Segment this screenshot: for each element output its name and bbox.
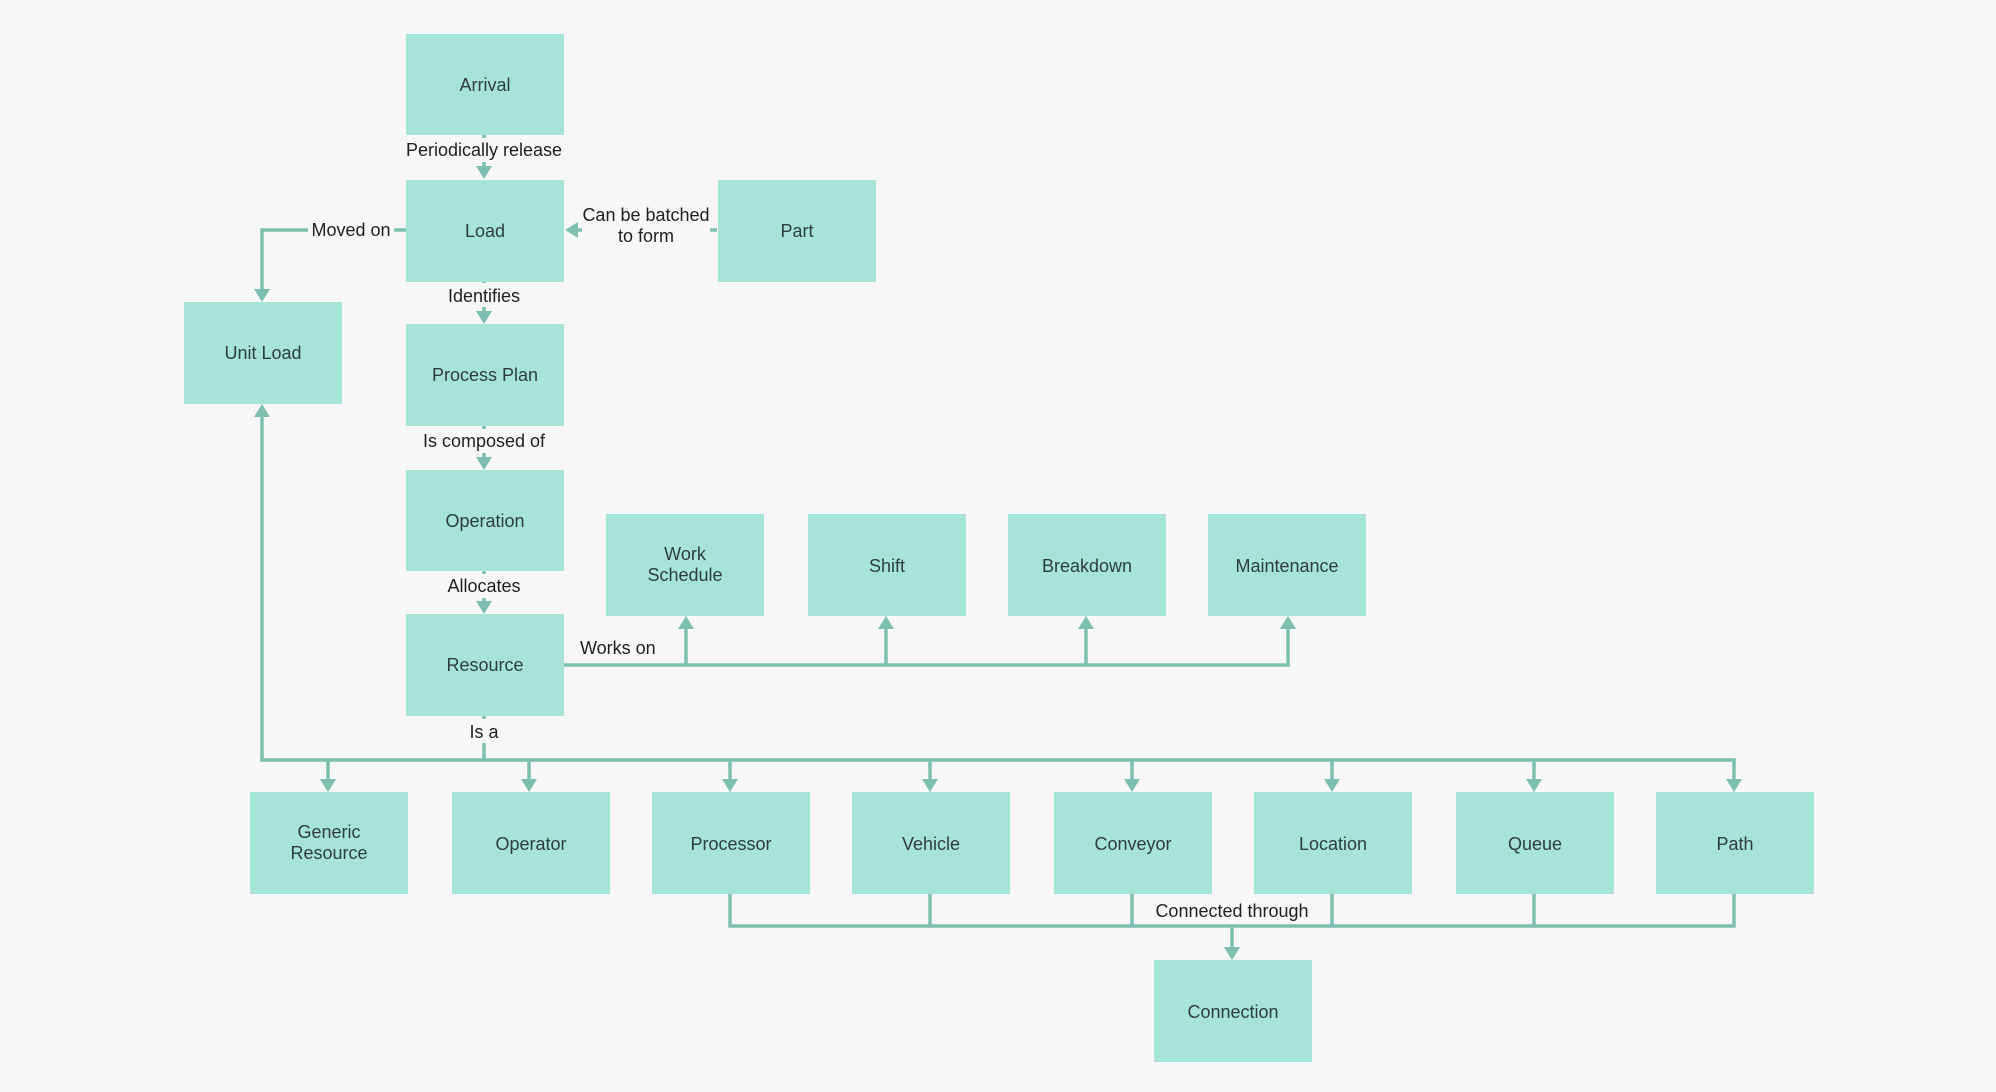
label-can-be-batched-1: Can be batched (582, 205, 709, 225)
svg-text:Process Plan: Process Plan (432, 365, 538, 385)
arrowhead (1280, 616, 1296, 629)
label-periodically-release: Periodically release (406, 140, 562, 160)
edge-labels: Periodically release Can be batched to f… (308, 138, 1316, 923)
svg-text:Shift: Shift (869, 556, 905, 576)
label-connected-through: Connected through (1155, 901, 1308, 921)
arrowhead (878, 616, 894, 629)
node-processor: Processor (652, 792, 810, 894)
nodes: Arrival Load Part Unit Load Process Plan… (184, 34, 1814, 1062)
svg-text:Conveyor: Conveyor (1094, 834, 1171, 854)
node-work-schedule: Work Schedule (606, 514, 764, 616)
node-shift: Shift (808, 514, 966, 616)
arrowhead (476, 311, 492, 324)
arrowhead (254, 404, 270, 417)
edge-resource-schedules (564, 629, 1290, 667)
node-load: Load (406, 180, 564, 282)
svg-text:Operation: Operation (445, 511, 524, 531)
label-allocates: Allocates (447, 576, 520, 596)
arrowhead (476, 601, 492, 614)
node-generic-resource: Generic Resource (250, 792, 408, 894)
label-moved-on: Moved on (311, 220, 390, 240)
svg-text:Path: Path (1716, 834, 1753, 854)
svg-text:Operator: Operator (495, 834, 566, 854)
arrowhead (254, 289, 270, 302)
svg-text:Resource: Resource (446, 655, 523, 675)
arrowhead (1726, 779, 1742, 792)
arrowhead (1124, 779, 1140, 792)
svg-text:Generic: Generic (297, 822, 360, 842)
arrowhead (565, 222, 578, 238)
label-identifies: Identifies (448, 286, 520, 306)
arrowhead (1078, 616, 1094, 629)
svg-text:Resource: Resource (290, 843, 367, 863)
edges (254, 135, 1742, 960)
node-arrival: Arrival (406, 34, 564, 135)
node-connection: Connection (1154, 960, 1312, 1062)
node-vehicle: Vehicle (852, 792, 1010, 894)
arrowhead (476, 166, 492, 179)
svg-text:Connection: Connection (1187, 1002, 1278, 1022)
svg-text:Load: Load (465, 221, 505, 241)
arrowhead (678, 616, 694, 629)
svg-text:Work: Work (664, 544, 707, 564)
label-can-be-batched-2: to form (618, 226, 674, 246)
node-part: Part (718, 180, 876, 282)
node-process-plan: Process Plan (406, 324, 564, 426)
svg-text:Part: Part (780, 221, 813, 241)
node-maintenance: Maintenance (1208, 514, 1366, 616)
arrowhead (521, 779, 537, 792)
svg-text:Breakdown: Breakdown (1042, 556, 1132, 576)
node-operation: Operation (406, 470, 564, 571)
arrowhead (1224, 947, 1240, 960)
arrowhead (1526, 779, 1542, 792)
svg-text:Processor: Processor (690, 834, 771, 854)
arrowhead (922, 779, 938, 792)
label-is-composed-of: Is composed of (423, 431, 546, 451)
svg-text:Unit Load: Unit Load (224, 343, 301, 363)
node-path: Path (1656, 792, 1814, 894)
label-works-on: Works on (580, 638, 656, 658)
arrowhead (722, 779, 738, 792)
node-operator: Operator (452, 792, 610, 894)
label-is-a: Is a (469, 722, 499, 742)
node-unit-load: Unit Load (184, 302, 342, 404)
svg-text:Arrival: Arrival (459, 75, 510, 95)
node-resource: Resource (406, 614, 564, 716)
node-queue: Queue (1456, 792, 1614, 894)
node-conveyor: Conveyor (1054, 792, 1212, 894)
svg-text:Schedule: Schedule (647, 565, 722, 585)
arrowhead (1324, 779, 1340, 792)
arrowhead (320, 779, 336, 792)
svg-text:Vehicle: Vehicle (902, 834, 960, 854)
svg-text:Maintenance: Maintenance (1235, 556, 1338, 576)
svg-text:Queue: Queue (1508, 834, 1562, 854)
node-location: Location (1254, 792, 1412, 894)
arrowhead (476, 457, 492, 470)
node-breakdown: Breakdown (1008, 514, 1166, 616)
svg-text:Location: Location (1299, 834, 1367, 854)
